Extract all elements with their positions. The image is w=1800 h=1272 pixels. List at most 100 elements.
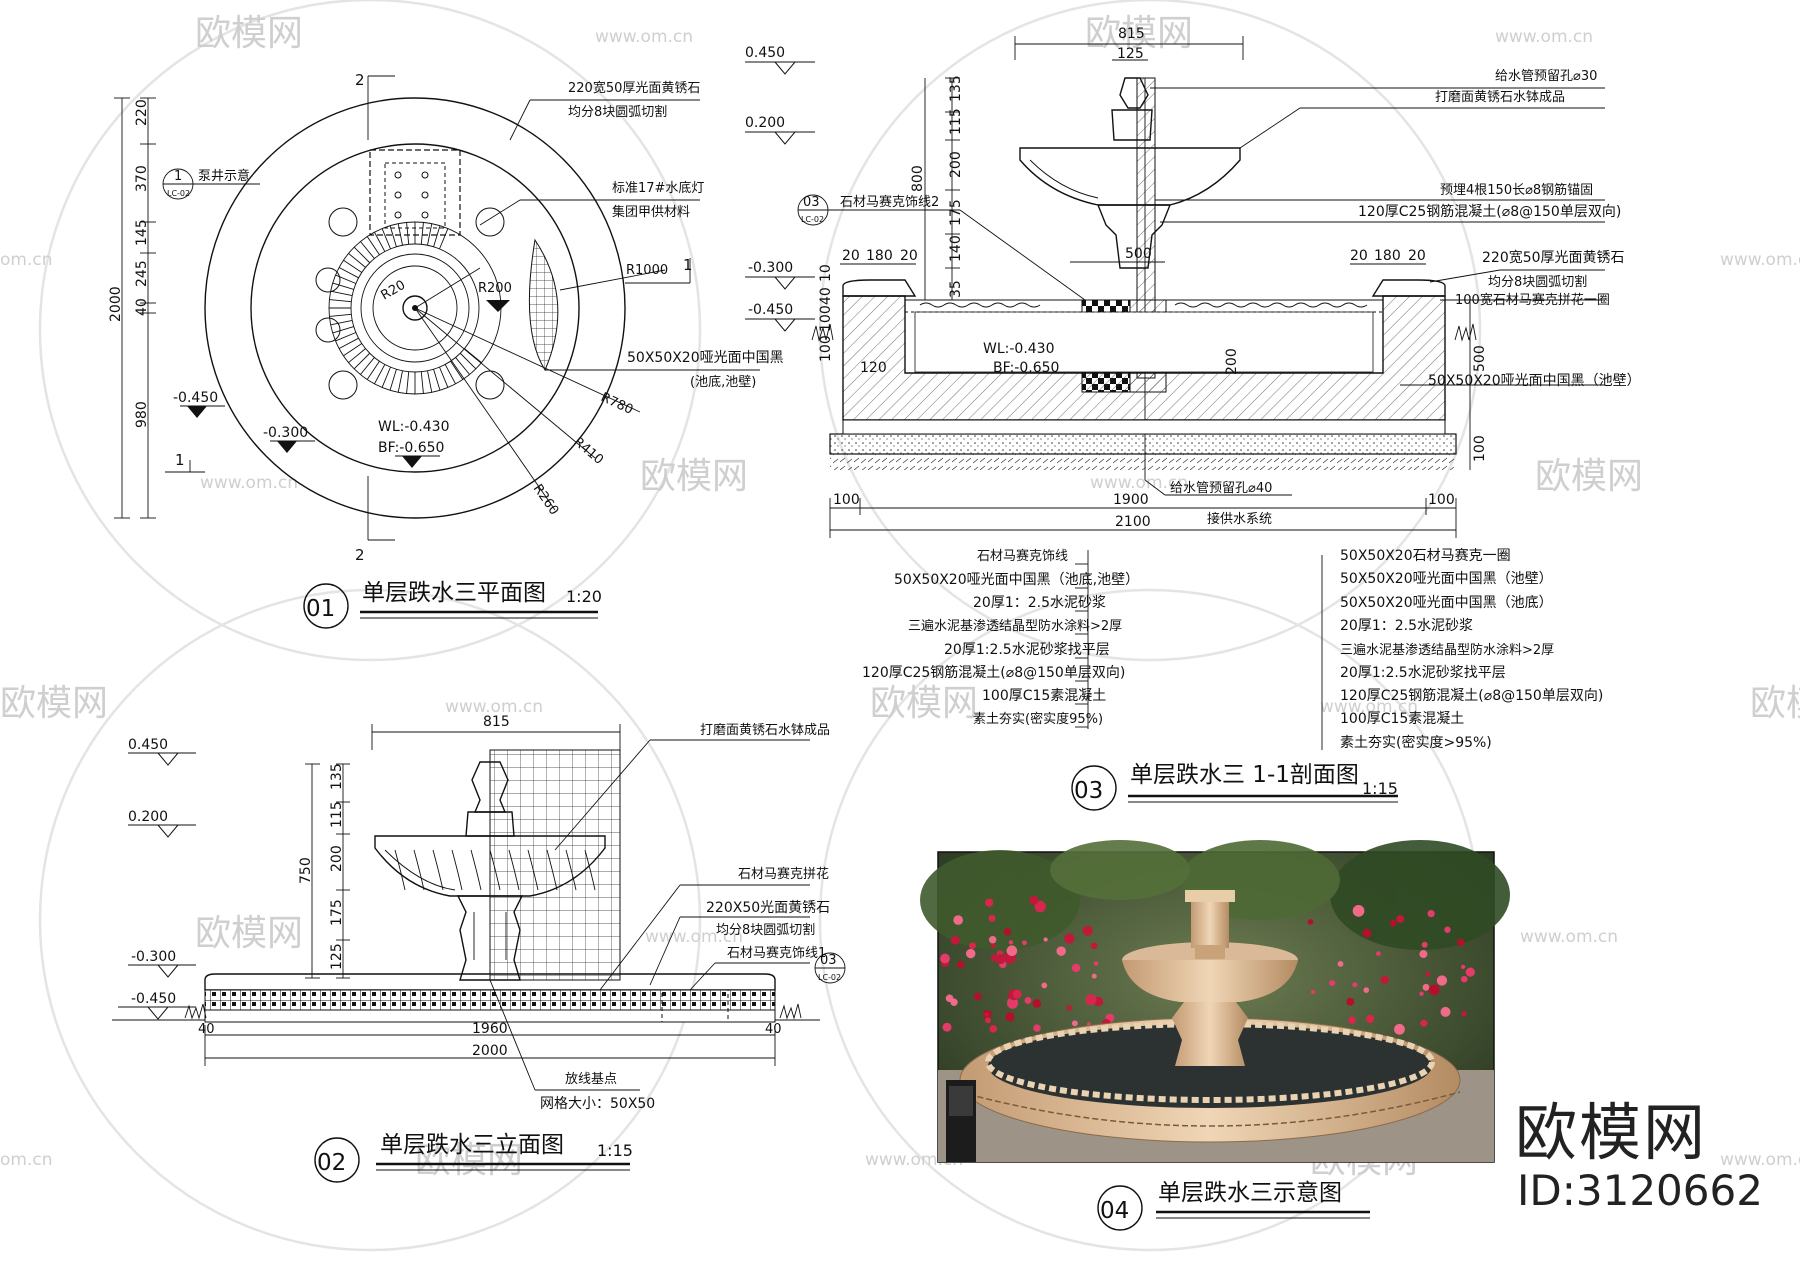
note-mosaic-2: (池底,池壁) — [690, 374, 756, 390]
note-right-7: 50X50X20哑光面中国黑（池壁） — [1428, 373, 1641, 389]
bowl-flute — [338, 267, 359, 279]
elev-note-stone-2: 均分8块圆弧切割 — [716, 922, 815, 938]
bowl-flute — [427, 223, 433, 246]
flower — [1389, 919, 1397, 927]
section-bottom-level: BF:-0.650 — [993, 360, 1059, 376]
note-right-2: 预埋4根150长⌀8钢筋锚固 — [1440, 182, 1593, 198]
cut-label-left: 1 — [175, 451, 185, 469]
watermark-url: www.om.cn — [1520, 927, 1618, 947]
bowl-flute — [450, 360, 464, 380]
bowl-flute — [420, 222, 424, 245]
bowl-flute — [338, 337, 359, 349]
flower — [984, 1012, 989, 1017]
flower — [956, 960, 965, 969]
level-plan-2: -0.300 — [263, 425, 308, 441]
plan-title: 单层跌水三平面图 — [362, 580, 546, 606]
bowl-flute — [329, 299, 352, 303]
flower — [1006, 945, 1018, 957]
elev-level-3: -0.300 — [131, 949, 176, 965]
elev-dim-40b: 40 — [765, 1022, 782, 1037]
section-level-3: -0.300 — [748, 260, 793, 276]
flower — [940, 953, 950, 964]
bowl-flute — [330, 320, 353, 326]
layer-left-1: 50X50X20哑光面中国黑（池底,池壁） — [894, 572, 1139, 588]
watermark-url: www.om.cn — [445, 697, 543, 717]
flower — [988, 914, 996, 922]
bowl-flute — [464, 348, 482, 363]
bowl-flute — [332, 326, 354, 334]
section-level-4: -0.450 — [748, 302, 793, 318]
section-dim-bottom-100b: 100 — [1428, 492, 1455, 508]
flower — [985, 898, 994, 907]
bowl-flute — [459, 352, 477, 370]
flower — [1346, 997, 1355, 1006]
flower — [1419, 950, 1428, 959]
note-right-5: 均分8块圆弧切割 — [1488, 274, 1587, 290]
flower — [1465, 967, 1475, 977]
brand-logo-text: 欧模网 — [1515, 1096, 1708, 1169]
flower — [1024, 997, 1032, 1004]
inner-dim-l1: 20 — [842, 248, 860, 264]
flower — [1421, 941, 1428, 948]
flower — [1066, 1005, 1072, 1011]
flower — [1352, 905, 1365, 917]
layer-left-3: 三遍水泥基渗透结晶型防水涂料>2厚 — [908, 618, 1122, 634]
flower — [950, 935, 960, 945]
inner-dim-r3: 20 — [1408, 248, 1426, 264]
elev-level-2: 0.200 — [128, 809, 168, 825]
pipe-note-2: 接供水系统 — [1207, 511, 1272, 527]
layer-right-1: 50X50X20哑光面中国黑（池壁） — [1340, 571, 1553, 587]
flower — [1021, 940, 1027, 946]
section-dim-115: 115 — [948, 108, 964, 135]
plan-scale: 1:20 — [566, 587, 602, 606]
flower — [995, 953, 1006, 964]
elev-note-grid-1: 放线基点 — [565, 1072, 617, 1087]
bowl-flute — [389, 369, 397, 391]
bowl-flute — [439, 366, 449, 388]
elev-dim-175: 175 — [329, 899, 345, 926]
ref-bubble-sheet: LC-02 — [167, 189, 190, 198]
elevation-flute — [432, 849, 444, 891]
photo-title: 单层跌水三示意图 — [1158, 1180, 1342, 1206]
bowl-flute — [353, 246, 371, 264]
flower — [1380, 975, 1389, 985]
watermark-url: www.om.cn — [595, 27, 693, 47]
section-title-num: 03 — [1074, 778, 1103, 804]
bowl-flute — [360, 357, 375, 375]
flower — [1006, 997, 1019, 1009]
layer-right-5: 20厚1:2.5水泥砂浆找平层 — [1340, 665, 1506, 681]
section-ref-num: 03 — [803, 195, 820, 210]
layer-right-3: 20厚1：2.5水泥砂浆 — [1340, 618, 1473, 634]
elevation-flute — [413, 849, 425, 891]
elevation-flute — [584, 849, 596, 891]
plan-bottom-level: BF:-0.650 — [378, 440, 444, 456]
watermark-url: www.om.cn — [1090, 473, 1188, 493]
section-view: 815 125 0.450 0.200 -0.300 -0.450 135 11… — [745, 26, 1641, 811]
flower — [990, 943, 996, 949]
layer-right-0: 50X50X20石材马赛克一圈 — [1340, 548, 1511, 564]
elev-level-1: 0.450 — [128, 737, 168, 753]
inner-dim-l3: 20 — [900, 248, 918, 264]
flower — [1085, 994, 1097, 1006]
note-stone-1: 220宽50厚光面黄锈石 — [568, 80, 700, 96]
watermark-brand: 欧模网 — [195, 13, 303, 54]
bowl-flute — [335, 332, 357, 342]
dim-245: 245 — [134, 260, 150, 287]
dim-40: 40 — [134, 298, 150, 316]
section-dim-40: 40 — [818, 287, 834, 305]
section-dim-135: 135 — [948, 75, 964, 102]
elev-dim-815: 815 — [483, 714, 510, 730]
elev-dim-40a: 40 — [198, 1022, 215, 1037]
note-mosaic-1: 50X50X20哑光面中国黑 — [627, 350, 784, 366]
bowl-flute — [381, 228, 391, 250]
layer-left-2: 20厚1：2.5水泥砂浆 — [973, 595, 1106, 611]
flower — [1043, 937, 1048, 942]
elev-level-4: -0.450 — [131, 991, 176, 1007]
bowl-flute — [427, 370, 433, 393]
flower — [1419, 991, 1424, 997]
elevation-flute — [489, 849, 501, 891]
section-dim-120: 120 — [860, 360, 887, 376]
cut-label-right: 1 — [683, 256, 693, 274]
flower — [1003, 927, 1012, 936]
